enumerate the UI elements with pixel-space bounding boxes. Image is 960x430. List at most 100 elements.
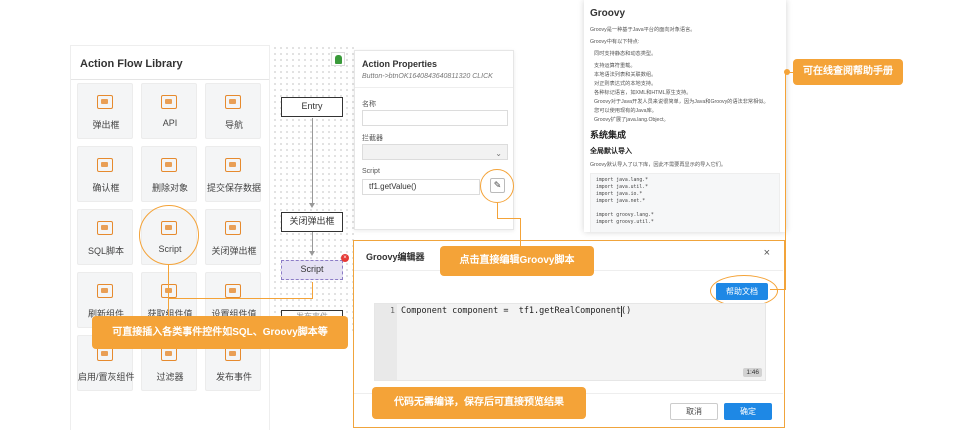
flow-node-close-popup[interactable]: 关闭弹出框 (281, 212, 343, 232)
library-item-sql[interactable]: SQL脚本 (77, 209, 133, 265)
script-label: Script (362, 168, 380, 175)
cursor-position: 1:46 (743, 368, 762, 377)
code-editor[interactable]: 1 Component component = tf1.getRealCompo… (374, 303, 766, 381)
flow-node-entry[interactable]: Entry (281, 97, 343, 117)
help-feature: 您可以使用现有的Java库。 (594, 108, 657, 114)
library-item-close-popup[interactable]: 关闭弹出框 (205, 209, 261, 265)
set-value-icon (225, 284, 241, 298)
arrow-down-icon (309, 203, 315, 208)
flow-canvas[interactable] (272, 45, 354, 335)
filter-icon (161, 347, 177, 361)
publish-icon (225, 347, 241, 361)
callout-help-manual: 可在线查阅帮助手册 (793, 59, 903, 85)
library-item-popup[interactable]: 弹出框 (77, 83, 133, 139)
callout-connector (785, 72, 786, 290)
library-item-label: 提交保存数据 (206, 183, 261, 193)
library-item-label: 导航 (224, 120, 243, 130)
help-feature: 本地语法列表和关联数组。 (594, 72, 657, 78)
callout-insert-events: 可直接插入各类事件控件如SQL、Groovy脚本等 (92, 316, 348, 349)
library-item-label: 获取组件值 (147, 309, 193, 319)
callout-dot (784, 69, 790, 75)
library-item-navigate[interactable]: 导航 (205, 83, 261, 139)
library-item-delete[interactable]: 删除对象 (141, 146, 197, 202)
callout-no-compile: 代码无需编译，保存后可直接预览结果 (372, 387, 586, 419)
help-features-title: Groovy中有以下特点: (590, 39, 640, 45)
library-item-label: 确认框 (92, 183, 120, 193)
line-number: 1 (390, 306, 395, 315)
code-line[interactable]: Component component = tf1.getRealCompone… (401, 306, 632, 316)
properties-divider (355, 87, 513, 88)
library-item-label: 刷新组件 (87, 309, 124, 319)
groovy-help-page: Groovy Groovy是一种基于Java平台的面向对象语言。 Groovy中… (584, 0, 786, 232)
name-input[interactable] (362, 110, 508, 126)
help-code-block: import java.lang.* import java.util.* im… (590, 173, 780, 232)
library-item-label: 弹出框 (92, 120, 120, 130)
help-intro: Groovy是一种基于Java平台的面向对象语言。 (590, 27, 696, 33)
library-item-api[interactable]: API (141, 83, 197, 139)
help-title: Groovy (590, 8, 626, 19)
user-icon[interactable] (331, 52, 345, 66)
confirm-icon (97, 158, 113, 172)
callout-connector (168, 298, 313, 299)
help-section-title: 系统集成 (590, 130, 627, 140)
callout-connector (312, 282, 313, 298)
get-value-icon (161, 284, 177, 298)
library-item-label: 删除对象 (151, 183, 188, 193)
help-feature: Groovy扩展了java.lang.Object。 (594, 117, 669, 123)
help-subsection-text: Groovy默认导入了以下库，因此不需要再显示的导入它们。 (590, 162, 727, 168)
help-feature: Groovy对于Java开发人员来说很简单，因为Java和Groovy的语法非常… (594, 99, 769, 105)
action-properties-panel: Action Properties Button->btnOK164084364… (354, 50, 514, 230)
flow-connector (312, 232, 313, 254)
close-popup-icon (225, 221, 241, 235)
flow-node-script-selected[interactable]: Script (281, 260, 343, 280)
ok-button[interactable]: 确定 (724, 403, 772, 420)
close-icon[interactable]: × (763, 247, 770, 259)
script-highlight (139, 205, 199, 265)
callout-connector (520, 218, 521, 246)
library-item-label: 发布事件 (215, 372, 252, 382)
interceptor-select[interactable]: ⌄ (362, 144, 508, 160)
interceptor-label: 拦截器 (362, 135, 383, 142)
refresh-icon (97, 284, 113, 298)
editor-title: Groovy编辑器 (366, 252, 425, 262)
toggle-icon (97, 347, 113, 361)
edit-icon[interactable]: ✎ (490, 178, 505, 193)
library-title: Action Flow Library (80, 58, 183, 70)
help-feature: 对正则表达式的本地支持。 (594, 81, 657, 87)
library-item-label: 过滤器 (156, 372, 184, 382)
help-feature: 各种标记语言，如XML和HTML原生支持。 (594, 90, 692, 96)
library-item-label: API (162, 118, 178, 128)
library-item-label: 设置组件值 (211, 309, 257, 319)
callout-edit-groovy: 点击直接编辑Groovy脚本 (440, 246, 594, 276)
help-feature: 同时支持静态和动态类型。 (594, 51, 657, 57)
save-icon (225, 158, 241, 172)
library-item-label: 关闭弹出框 (211, 246, 257, 256)
flow-node-label: Script (300, 264, 324, 274)
arrow-down-icon (309, 251, 315, 256)
callout-connector (497, 218, 521, 219)
help-doc-button[interactable]: 帮助文档 (716, 283, 768, 300)
code-line: import java.net.* (596, 199, 646, 204)
help-subsection-title: 全局默认导入 (590, 148, 632, 155)
help-feature: 支持运算符重载。 (594, 63, 636, 69)
callout-connector (497, 203, 498, 219)
properties-title: Action Properties (362, 59, 438, 69)
library-item-label: 启用/置灰组件 (78, 372, 135, 382)
navigate-icon (225, 95, 241, 109)
callout-connector (168, 265, 169, 317)
library-divider (71, 79, 269, 80)
popup-icon (97, 95, 113, 109)
delete-icon (161, 158, 177, 172)
code-line: import groovy.lang.* (596, 213, 654, 218)
library-item-label: SQL脚本 (87, 246, 124, 256)
flow-connector (312, 118, 313, 206)
library-item-confirm[interactable]: 确认框 (77, 146, 133, 202)
script-input[interactable]: tf1.getValue() (362, 179, 480, 195)
library-item-save[interactable]: 提交保存数据 (205, 146, 261, 202)
code-line: import java.lang.* (596, 178, 648, 183)
code-line: import groovy.util.* (596, 220, 654, 225)
text-cursor (621, 306, 622, 317)
name-label: 名称 (362, 101, 376, 108)
delete-node-icon[interactable]: × (341, 254, 349, 262)
cancel-button[interactable]: 取消 (670, 403, 718, 420)
